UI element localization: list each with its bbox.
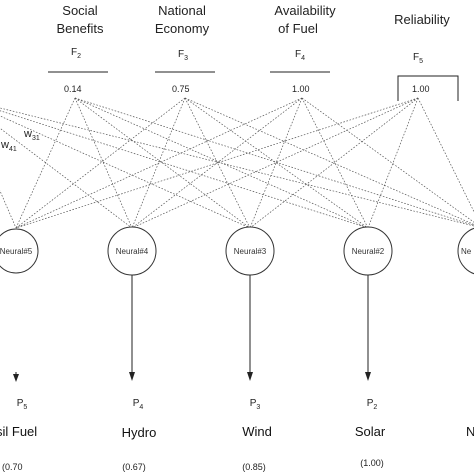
output-fossil-fuel: P5 sil Fuel (0.70 [0, 398, 37, 472]
connection-line [74, 97, 133, 229]
connection-line [367, 97, 419, 229]
connection-line [131, 97, 419, 229]
criterion-name-line: Social [62, 3, 98, 18]
output-arrows [13, 275, 371, 382]
connection-line [74, 97, 369, 229]
criterion-name-line: Reliability [394, 12, 450, 27]
neuron-label: Neural#5 [0, 247, 33, 256]
connection-line [249, 97, 419, 229]
connection-line [15, 97, 76, 229]
criterion-social-benefits: Social Benefits F2 0.14 [48, 3, 108, 94]
neuron-2: Neural#2 [343, 226, 393, 276]
output-name: N [466, 424, 474, 439]
connection-line [0, 115, 251, 229]
output-value: (0.67) [122, 462, 146, 472]
criterion-name-line: Availability [274, 3, 336, 18]
output-hydro: P4 Hydro (0.67) [122, 398, 157, 472]
output-name: sil Fuel [0, 424, 37, 439]
neuron-circle [457, 227, 474, 275]
output-value: (0.70 [2, 462, 23, 472]
criterion-name-line: Economy [155, 21, 210, 36]
connection-line [0, 189, 17, 229]
neuron-3: Neural#3 [225, 226, 275, 276]
connection-line [74, 97, 251, 229]
criterion-symbol: F2 [71, 47, 81, 60]
output-arrowhead [13, 374, 19, 382]
criterion-availability-of-fuel: Availability of Fuel F4 1.00 [270, 3, 336, 94]
connection-line [184, 97, 474, 225]
output-name: Wind [242, 424, 272, 439]
output-arrowhead [365, 372, 371, 381]
neuron-5: Neural#5 [0, 228, 39, 274]
output-arrowhead [129, 372, 135, 381]
connection-line [131, 97, 186, 229]
neuron-label: Neural#4 [116, 247, 149, 256]
output-value: (0.85) [242, 462, 266, 472]
output-symbol: P5 [17, 398, 28, 411]
criterion-value: 0.75 [172, 84, 190, 94]
criterion-national-economy: National Economy F3 0.75 [155, 3, 215, 94]
output-symbol: P4 [133, 398, 144, 411]
neuron-label: Neural#3 [234, 247, 267, 256]
output-name: Hydro [122, 425, 157, 440]
output-symbol: P3 [250, 398, 261, 411]
neuron-4: Neural#4 [107, 226, 157, 276]
criterion-symbol: F5 [413, 52, 423, 65]
criterion-name-line: of Fuel [278, 21, 318, 36]
output-value: (1.00) [360, 458, 384, 468]
output-name: Solar [355, 424, 386, 439]
connection-line [0, 110, 369, 229]
criterion-value: 0.14 [64, 84, 82, 94]
criterion-symbol: F4 [295, 49, 305, 62]
output-nuclear: N [466, 424, 474, 439]
criterion-name-line: Benefits [57, 21, 104, 36]
connection-line [184, 97, 369, 229]
connection-line [15, 97, 303, 229]
connection-line [15, 97, 186, 229]
connection-line [249, 97, 303, 229]
neuron-circle [0, 228, 39, 274]
output-symbol: P2 [367, 398, 378, 411]
criterion-value: 1.00 [412, 84, 430, 94]
criterion-name-line: National [158, 3, 206, 18]
neuron-label: Neural#2 [352, 247, 385, 256]
criterion-bracket [397, 75, 459, 101]
output-solar: P2 Solar (1.00) [355, 398, 386, 468]
criterion-reliability: Reliability F5 1.00 [394, 12, 459, 101]
criterion-value: 1.00 [292, 84, 310, 94]
connection-line [417, 97, 474, 213]
neuron-label: Ne [461, 247, 472, 256]
connection-line [0, 127, 133, 229]
connection-line [301, 97, 369, 229]
output-arrowhead [247, 372, 253, 381]
output-wind: P3 Wind (0.85) [242, 398, 272, 472]
connection-line [0, 107, 474, 227]
connection-lines [0, 97, 474, 229]
weight-label-w31: w31 [23, 128, 40, 142]
connection-line [74, 97, 474, 226]
criterion-symbol: F3 [178, 49, 188, 62]
neuron-1: Ne [457, 227, 474, 275]
connection-line [301, 97, 474, 223]
weight-label-w41: w41 [0, 139, 17, 153]
connection-line [15, 97, 419, 229]
